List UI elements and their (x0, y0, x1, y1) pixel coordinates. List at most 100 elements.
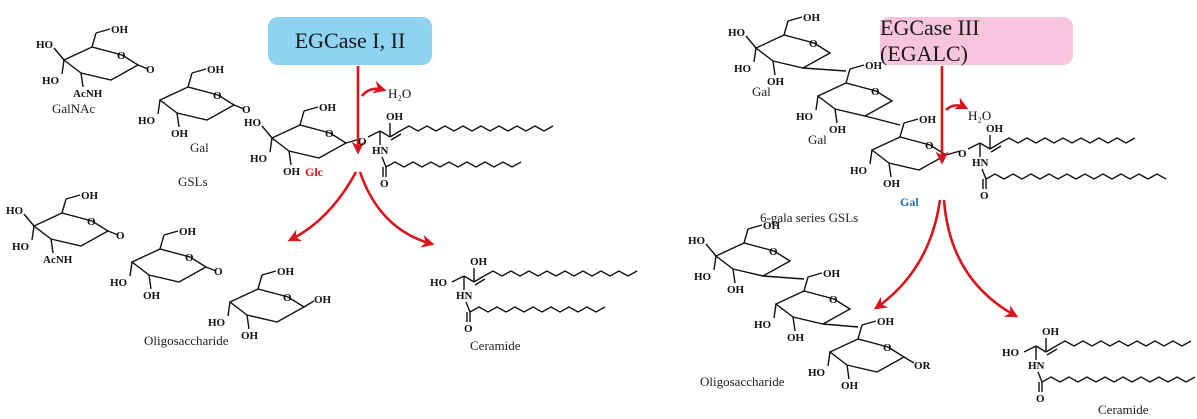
hydroxyl-label: HO (208, 317, 226, 329)
aglycone-or-label: OR (914, 360, 932, 372)
ceramide-bond (967, 142, 981, 150)
sugar-ring (714, 242, 792, 277)
hydroxyl-bond (227, 301, 231, 317)
product-oligosaccharide-label: Oligosaccharide (700, 374, 785, 389)
ch2oh-bond (65, 194, 81, 200)
hydroxyl-label: HO (430, 277, 448, 289)
hydroxyl-bond (773, 303, 777, 319)
hydroxyl-bond (713, 255, 717, 271)
amide-bond (381, 156, 387, 168)
glycosidic-bond (107, 230, 119, 236)
hydroxyl-bond (288, 150, 292, 166)
substrate-label: 6-gala series GSLs (760, 210, 858, 225)
hydroxyl-label: HO (138, 115, 156, 127)
ch2oh-bond (191, 68, 207, 74)
cleaved-sugar-glc: Glc (305, 165, 324, 179)
enzyme-label: EGCase I, II (294, 28, 406, 53)
ring-oxygen-label: O (829, 294, 838, 306)
hydroxyl-label: HO (244, 117, 262, 129)
ch2oh-bond (861, 320, 877, 326)
fatty-acid-chain (469, 306, 606, 313)
hydroxyl-bond (303, 300, 315, 308)
carbonyl-oxygen-label: O (980, 190, 989, 202)
alkene-bond (474, 278, 486, 286)
amide-bond (1037, 371, 1043, 383)
ch2oh-bond (187, 72, 193, 88)
hydroxyl-label: OH (919, 114, 937, 126)
sugar-name-galnac: GalNAc (52, 101, 96, 116)
hydroxyl-label: HO (734, 63, 752, 75)
ch2oh-bond (783, 20, 789, 36)
enzyme-label: EGCase III (EGALC) (880, 15, 980, 66)
ring-oxygen-label: O (925, 140, 934, 152)
hydroxyl-bond (31, 225, 35, 241)
ring-oxygen-label: O (325, 128, 334, 140)
hydroxyl-label: OH (823, 268, 841, 280)
ceramide-bond (367, 130, 381, 138)
ring-oxygen-label: O (769, 246, 778, 258)
ring-oxygen-label: O (283, 292, 292, 304)
ch2oh-bond (91, 32, 97, 48)
product-oligosaccharide-label: Oligosaccharide (144, 333, 229, 348)
product-arrow-ceramide (358, 171, 435, 248)
ceramide-bond (1035, 345, 1047, 353)
glycosidic-bond (822, 323, 859, 328)
ceramide-bond (1023, 345, 1037, 353)
hydroxyl-label: OH (277, 266, 295, 278)
acnh-bond (80, 72, 84, 88)
ring-oxygen-label: O (809, 38, 818, 50)
hydroxyl-label: OH (241, 330, 259, 342)
hydroxyl-label: HO (694, 271, 712, 283)
glycosidic-bond (762, 275, 805, 280)
hydroxyl-label: OH (283, 166, 301, 178)
ceramide-bond (451, 275, 465, 283)
ring-oxygen-label: O (185, 252, 194, 264)
hydroxyl-bond (753, 47, 757, 63)
hydroxyl-label: OH (111, 24, 129, 36)
ch2oh-bond (807, 272, 823, 278)
alkene-bond (473, 275, 485, 283)
hydroxyl-label: HO (796, 111, 814, 123)
hydroxyl-label: OH (787, 332, 805, 344)
hydroxyl-bond (772, 60, 776, 76)
hydroxyl-bond (129, 261, 133, 277)
glycosidic-oxygen-label: O (146, 64, 155, 76)
ceramide-bond (463, 275, 475, 283)
hydroxyl-label: OH (763, 220, 781, 232)
ceramide-bond (379, 130, 391, 138)
ring-oxygen-label: O (883, 342, 892, 354)
alkene-bond (1045, 345, 1057, 353)
hydroxyl-label: OH (171, 128, 189, 140)
ch2oh-bond (299, 110, 305, 126)
fatty-acid-chain (1041, 376, 1196, 383)
glycosidic-oxygen-label: O (214, 266, 223, 278)
hydroxyl-bond (834, 108, 838, 124)
sugar-ring (816, 82, 894, 117)
ch2oh-bond (257, 274, 263, 290)
ch2oh-bond (899, 122, 905, 138)
hydroxyl-bond (705, 243, 717, 257)
hydroxyl-label: OH (767, 76, 785, 88)
hydroxyl-label: OH (207, 64, 225, 76)
hydroxyl-label: HO (12, 241, 30, 253)
hydroxyl-bond (732, 268, 736, 284)
ch2oh-bond (61, 198, 67, 214)
aglycone-bond (903, 356, 915, 364)
glycosidic-bond (802, 67, 847, 72)
hydroxyl-label: OH (829, 124, 847, 136)
hydroxyl-bond (869, 149, 873, 165)
ch2oh-bond (903, 118, 919, 124)
sugar-ring (62, 46, 140, 81)
amide-nh-label: HN (456, 290, 473, 302)
hydroxyl-bond (176, 112, 180, 128)
alkene-bond (1046, 348, 1058, 356)
ch2oh-bond (95, 28, 111, 34)
cleaved-sugar-gal: Gal (900, 195, 919, 209)
hydroxyl-label: OH (386, 111, 404, 123)
amide-bond (981, 168, 987, 180)
hydroxyl-label: HO (754, 319, 772, 331)
sugar-ring (158, 86, 236, 121)
carbonyl-oxygen-label: O (1036, 393, 1045, 405)
hydroxyl-label: HO (808, 367, 826, 379)
hydroxyl-label: OH (179, 226, 197, 238)
